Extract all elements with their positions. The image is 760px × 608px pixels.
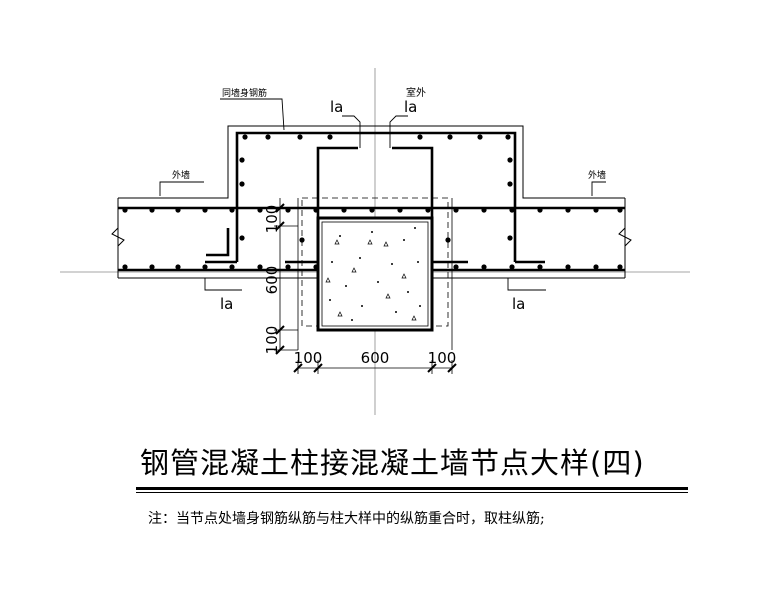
column-boundary-dashed	[301, 197, 449, 327]
drawing-title: 钢管混凝土柱接混凝土墙节点大样(四)	[140, 446, 645, 480]
steel-tube-column	[316, 216, 434, 332]
dim-bottom-left-100: 100	[294, 349, 323, 367]
la-label-top-right: la	[404, 98, 417, 116]
dim-bottom-100: 100	[263, 326, 281, 355]
wall-rebar-label: 同墙身钢筋	[222, 87, 267, 99]
break-mark-right	[618, 227, 632, 247]
leader-lines	[159, 98, 606, 291]
drawing-note: 注：当节点处墙身钢筋纵筋与柱大样中的纵筋重合时，取柱纵筋;	[148, 511, 545, 527]
node-detail-drawing: 同墙身钢筋 室外 外墙 外墙 la la la la 100 600 100 1…	[60, 68, 690, 415]
title-underline-thick	[136, 487, 688, 490]
dimension-ticks	[275, 203, 457, 373]
break-mark-left	[111, 227, 125, 247]
outer-wall-left-label: 外墙	[172, 169, 190, 181]
outer-wall-right-label: 外墙	[588, 169, 606, 181]
indoor-outdoor-label: 室外	[406, 86, 426, 99]
dim-side-600: 600	[263, 266, 281, 295]
la-label-top-left: la	[330, 98, 343, 116]
la-label-bottom-left: la	[220, 295, 233, 313]
dim-bottom-600: 600	[361, 349, 390, 367]
title-underline-thin	[136, 492, 688, 493]
dim-top-100: 100	[263, 205, 281, 234]
dim-bottom-right-100: 100	[428, 349, 457, 367]
la-label-bottom-right: la	[512, 295, 525, 313]
